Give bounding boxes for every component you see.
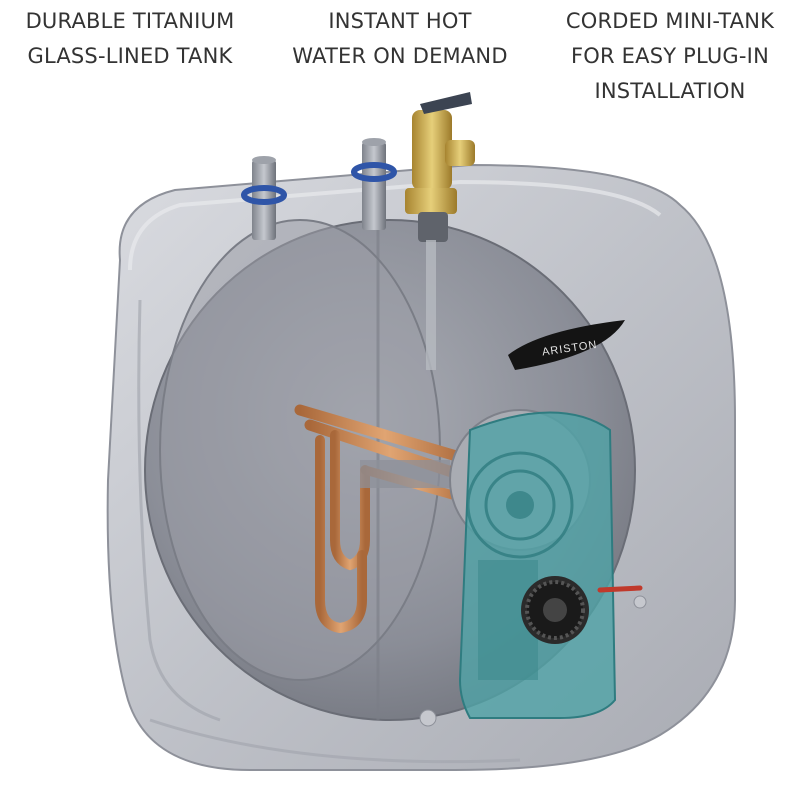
pipe-ring-left <box>241 185 287 205</box>
caption-line: GLASS-LINED TANK <box>27 44 233 68</box>
caption-line: DURABLE TITANIUM <box>25 9 235 33</box>
feature-captions: DURABLE TITANIUM GLASS-LINED TANK INSTAN… <box>0 0 800 110</box>
base-details <box>149 595 647 764</box>
caption-titanium-tank: DURABLE TITANIUM GLASS-LINED TANK <box>0 4 260 74</box>
pressure-relief-valve <box>405 92 475 370</box>
valve-lever <box>420 92 472 114</box>
caption-line: WATER ON DEMAND <box>292 44 508 68</box>
inlet-outlet-pipes <box>241 138 397 240</box>
anode-rod <box>360 460 450 488</box>
caption-line: CORDED MINI-TANK <box>565 9 775 33</box>
caption-line: FOR EASY PLUG-IN <box>571 44 769 68</box>
thermostat-assembly <box>449 409 643 719</box>
pipe-ring-right <box>351 162 397 182</box>
caption-line: INSTALLATION <box>594 79 746 103</box>
caption-instant-hot-water: INSTANT HOT WATER ON DEMAND <box>270 4 530 74</box>
caption-corded-mini-tank: CORDED MINI-TANK FOR EASY PLUG-IN INSTAL… <box>540 4 800 109</box>
caption-line: INSTANT HOT <box>328 9 472 33</box>
